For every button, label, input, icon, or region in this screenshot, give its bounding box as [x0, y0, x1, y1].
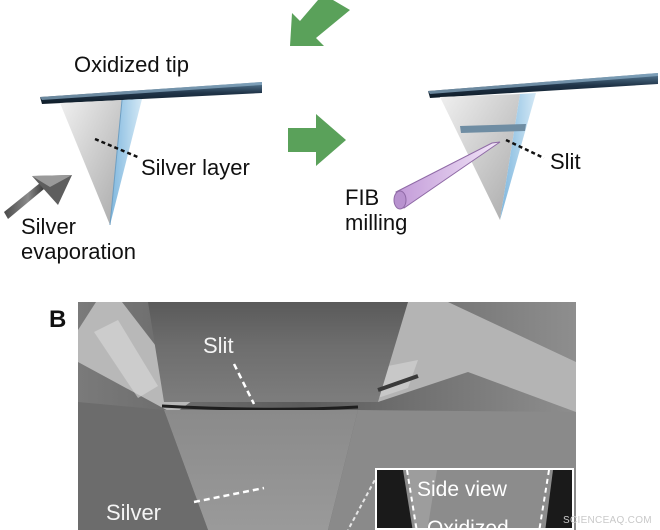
panel-a-diagram — [4, 0, 658, 226]
slit-label: Slit — [550, 149, 581, 174]
left-tip-blue-face — [110, 99, 142, 225]
right-tip-silver-face — [440, 94, 520, 220]
right-tip-blue-face — [500, 93, 536, 220]
sem-silver-leader — [193, 486, 265, 504]
slit-leader — [505, 138, 545, 160]
sem-slit-label: Slit — [203, 333, 234, 358]
oxidized-tip-label: Oxidized tip — [74, 52, 189, 77]
side-view-inset: Side view Oxidized — [375, 468, 574, 530]
right-milled-tip — [428, 73, 658, 220]
fib-milling-label-line1: FIB — [345, 185, 380, 210]
sem-slit-leader — [232, 363, 256, 405]
sem-slit-line — [161, 404, 359, 411]
slit-groove — [460, 124, 526, 133]
watermark: SCIENCEAQ.COM — [563, 515, 652, 526]
silver-evaporation-label-line2: evaporation — [21, 239, 136, 264]
inset-subtitle: Oxidized — [427, 517, 509, 530]
silver-layer-leader — [94, 137, 141, 160]
left-oxidized-tip — [40, 82, 262, 226]
inset-tip-shape — [403, 470, 553, 528]
fib-milling-beam — [393, 141, 501, 210]
silver-evaporation-arrow — [4, 175, 72, 219]
inset-title: Side view — [417, 478, 507, 501]
silver-evaporation-label-line1: Silver — [21, 214, 77, 239]
panel-b-letter: B — [49, 306, 67, 333]
process-arrow — [288, 114, 346, 166]
left-tip-silver-face — [60, 100, 122, 225]
sem-micrograph — [78, 302, 576, 530]
top-process-arrow — [290, 0, 350, 46]
fib-milling-label-line2: milling — [345, 210, 408, 235]
sem-silver-label: Silver — [106, 500, 162, 525]
silver-layer-label: Silver layer — [141, 155, 250, 180]
